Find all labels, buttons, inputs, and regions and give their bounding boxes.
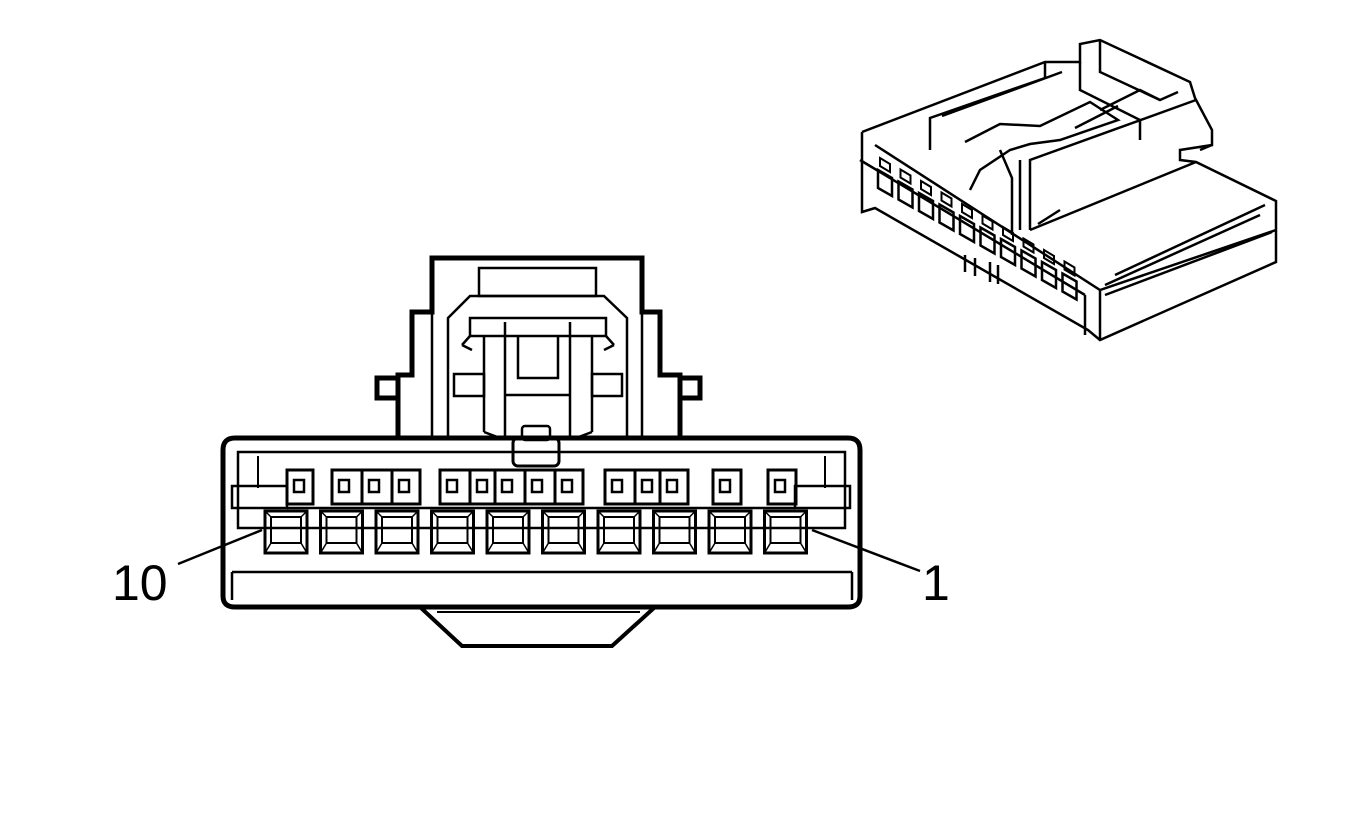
iso-retainer-tab — [1063, 259, 1076, 278]
iso-terminal-cavity — [1061, 271, 1078, 302]
iso-retainer-tab — [1002, 225, 1014, 243]
iso-retainer-tab — [1022, 236, 1035, 255]
terminal-cavities — [263, 468, 808, 555]
retainer-tab — [523, 468, 557, 506]
iso-retainer-tab — [899, 167, 912, 186]
iso-terminal-cavity — [938, 202, 955, 233]
iso-retainer-tab — [920, 179, 932, 197]
connector-front-view — [220, 255, 863, 648]
terminal-contact-3 — [658, 516, 691, 544]
pin-label-1: 1 — [922, 555, 950, 611]
leader-line-pin-1 — [811, 528, 921, 573]
terminal-cavity-5 — [541, 509, 586, 555]
retainer-tab — [438, 468, 472, 506]
iso-terminal-cavity — [1020, 248, 1037, 279]
iso-retainer-tab — [1043, 248, 1055, 266]
terminal-cavity-7 — [430, 509, 475, 555]
retainer-tab — [766, 468, 798, 506]
iso-retainer-tab — [961, 202, 973, 220]
retainer-tab — [390, 468, 422, 506]
retainer-tab — [285, 468, 315, 506]
face-frame — [236, 450, 847, 530]
retainer-tab — [603, 468, 637, 506]
terminal-cavity-3 — [652, 509, 697, 555]
terminal-cavity-2 — [707, 509, 753, 555]
retainer-tab — [330, 468, 364, 506]
iso-retainer-tab — [879, 156, 891, 174]
iso-terminal-cavity — [876, 167, 894, 199]
bottom-key — [418, 605, 657, 648]
iso-terminal-cavity — [979, 225, 996, 256]
iso-terminal-cavities — [876, 156, 1078, 302]
latch-tower — [374, 255, 703, 438]
terminal-cavity-1 — [763, 509, 808, 555]
iso-terminal-cavity — [999, 236, 1017, 268]
terminal-contact-4 — [603, 516, 635, 544]
retainer-tab — [633, 468, 662, 506]
terminal-cavity-4 — [596, 509, 642, 555]
terminal-contact-9 — [325, 516, 358, 544]
iso-terminal-cavity — [958, 213, 976, 245]
terminal-contact-6 — [492, 516, 524, 544]
terminal-cavity-10 — [263, 509, 309, 555]
terminal-contact-10 — [270, 516, 302, 544]
connector-isometric-view — [859, 38, 1278, 342]
housing-outline — [220, 435, 863, 610]
iso-top-surface — [861, 38, 1278, 230]
terminal-cavity-8 — [374, 509, 420, 555]
iso-front-face — [860, 132, 1278, 342]
retainer-tab — [658, 468, 690, 506]
iso-terminal-cavity — [1040, 259, 1058, 291]
iso-retainer-tab — [940, 190, 953, 209]
terminal-contact-5 — [547, 516, 580, 544]
iso-terminal-cavity — [897, 179, 914, 210]
retainer-tab — [468, 468, 497, 506]
retainer-tab — [493, 468, 527, 506]
latch-arm — [430, 294, 644, 438]
rail-left — [230, 484, 289, 510]
terminal-contact-7 — [436, 516, 469, 544]
rail-right — [793, 484, 852, 510]
terminal-cavity-9 — [319, 509, 364, 555]
terminal-contact-1 — [769, 516, 802, 544]
iso-retainer-tab — [981, 213, 994, 232]
retainer-tab — [553, 468, 585, 506]
iso-terminal-cavity — [917, 190, 935, 222]
terminal-contact-2 — [714, 516, 746, 544]
terminal-cavity-6 — [485, 509, 531, 555]
terminal-contact-8 — [381, 516, 413, 544]
leader-line-pin-10 — [177, 528, 263, 566]
latch-button — [511, 436, 561, 468]
retainer-tab — [711, 468, 743, 506]
pin-label-10: 10 — [112, 555, 168, 611]
retainer-tab — [360, 468, 394, 506]
